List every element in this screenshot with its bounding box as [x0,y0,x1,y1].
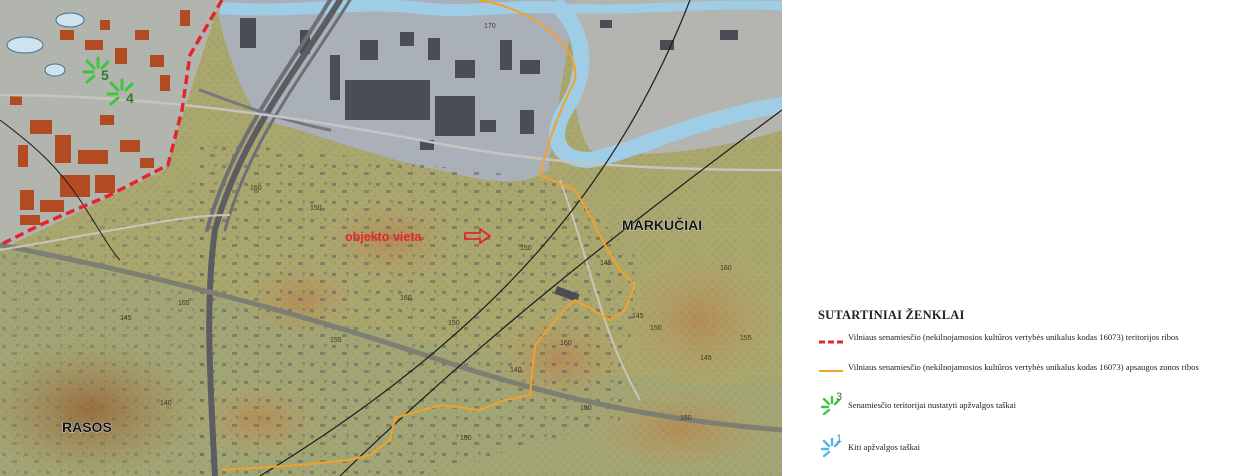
contour-label: 150 [580,405,592,412]
legend-item-text: Senamiesčio teritorijai nustatyti apžval… [848,400,1017,410]
contour-label: 145 [600,260,612,267]
contour-label: 150 [448,320,460,327]
contour-label: 150 [650,325,662,332]
viewpoint-number: 4 [126,90,134,106]
road [559,179,641,401]
arrow-right-icon [464,228,491,244]
old-town-buildings [10,10,190,225]
contour-label: 160 [400,295,412,302]
arc-line [259,0,691,476]
legend-item-territory-boundary: Vilniaus senamiesčio (nekilnojamosios ku… [818,332,1238,362]
contour-labels: 170 160 150 145 150 165 160 150 145 155 … [120,23,752,442]
territory-boundary-line [0,0,224,247]
legend-title: SUTARTINIAI ŽENKLAI [818,308,965,322]
legend-viewpoint-number: 1 [836,433,843,445]
contour-label: 160 [250,185,262,192]
viewpoint-4: 4 [106,78,134,106]
river [549,0,782,169]
industrial-buildings [240,18,738,302]
object-location-label: objekto vieta [345,230,422,244]
arc-line [0,119,121,261]
pond [6,12,85,77]
arc-line [339,109,782,476]
contour-label: 150 [460,435,472,442]
legend-item-protection-zone-boundary: Vilniaus senamiesčio (nekilnojamosios ku… [818,362,1238,400]
place-label-rasos: RASOS [62,419,112,435]
legend-item-other-viewpoints: 1 Kiti apžvalgos taškai [818,433,1238,462]
legend-item-text: Kiti apžvalgos taškai [848,442,921,452]
contour-label: 150 [520,245,532,252]
map-legend: SUTARTINIAI ŽENKLAI Vilniaus senamiesčio… [818,308,1238,462]
contour-label: 160 [560,340,572,347]
legend-viewpoint-number: 3 [836,391,843,403]
legend-item-text: Vilniaus senamiesčio (nekilnojamosios ku… [848,362,1199,372]
place-label-markuciai: MARKUČIAI [622,216,702,233]
contour-label: 160 [720,265,732,272]
railway [0,242,782,433]
contour-label: 155 [330,337,342,344]
legend-item-text: Vilniaus senamiesčio (nekilnojamosios ku… [848,332,1179,342]
highway [198,0,352,476]
contour-label: 145 [632,313,644,320]
river-north-east [559,0,782,14]
contour-label: 150 [680,415,692,422]
viewpoint-number: 5 [101,67,109,83]
map: 170 160 150 145 150 165 160 150 145 155 … [0,0,782,476]
contour-label: 165 [178,300,190,307]
viewpoint-5: 5 [82,56,110,84]
contour-label: 145 [120,315,132,322]
contour-label: 155 [740,335,752,342]
contour-label: 140 [160,400,172,407]
protection-zone-boundary-line [221,0,637,471]
road [0,214,231,251]
contour-label: 150 [310,205,322,212]
contour-label: 140 [510,367,522,374]
legend-item-old-town-viewpoints: 3 Senamiesčio teritorijai nustatyti apžv… [818,391,1238,442]
contour-label: 170 [484,23,496,30]
contour-label: 145 [700,355,712,362]
